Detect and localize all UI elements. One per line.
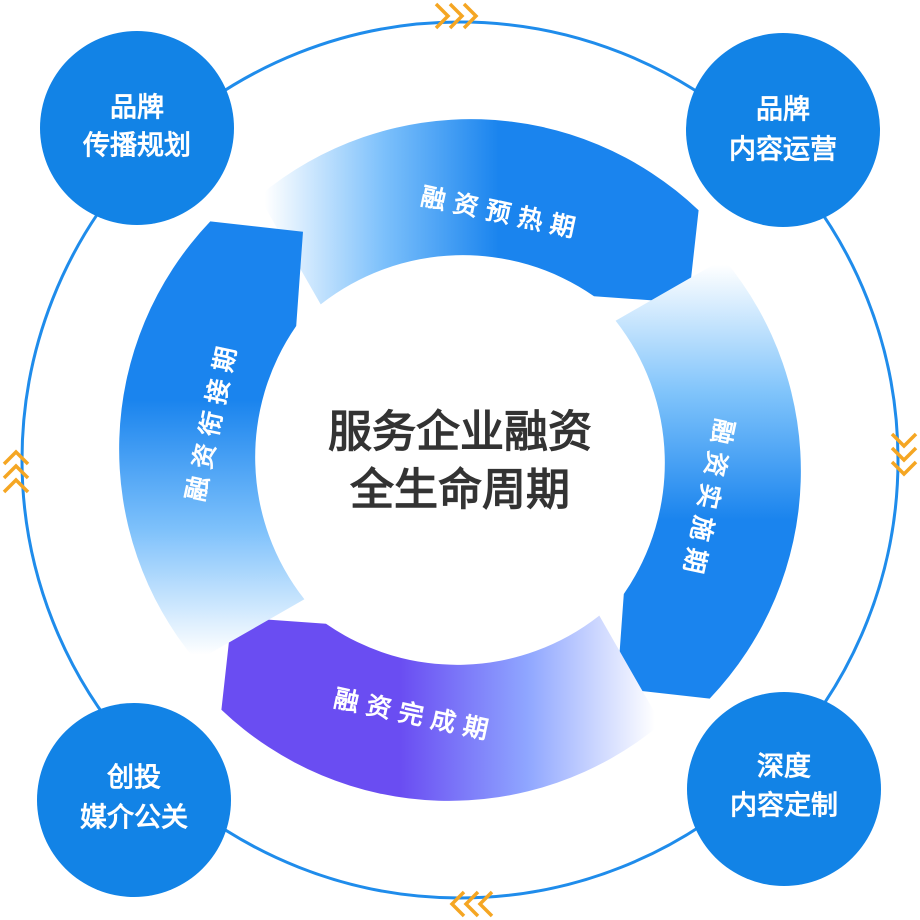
service-node-bottom-left: 创投 媒介公关 [37,703,231,897]
service-node-top-left: 品牌 传播规划 [40,31,234,225]
service-node-bottom-left-line-1: 创投 [106,763,161,794]
service-node-top-left-line-2: 传播规划 [82,131,191,162]
chevron-down-icon [890,432,918,477]
stage-arrow-execution [615,258,801,699]
chevron-up-icon [2,449,30,494]
service-node-bottom-right-line-2: 内容定制 [730,790,838,822]
service-node-top-right-line-2: 内容运营 [729,134,837,166]
service-node-top-right-line-1: 品牌 [756,95,810,126]
chevron-right-icon [434,2,479,30]
service-node-bottom-left-line-2: 媒介公关 [80,802,188,834]
stage-arrow-transition [119,221,305,662]
center-title-line-2: 全生命周期 [349,465,570,516]
service-node-bottom-right: 深度 内容定制 [687,692,881,886]
chevron-left-icon [449,890,494,918]
service-node-top-right: 品牌 内容运营 [686,33,880,227]
service-node-top-left-line-1: 品牌 [110,93,164,124]
stage-arrow-completion [221,615,662,801]
service-node-bottom-right-line-1: 深度 [757,751,811,783]
center-title-line-1: 服务企业融资 [328,407,592,458]
stage-arrow-warmup [258,119,699,305]
